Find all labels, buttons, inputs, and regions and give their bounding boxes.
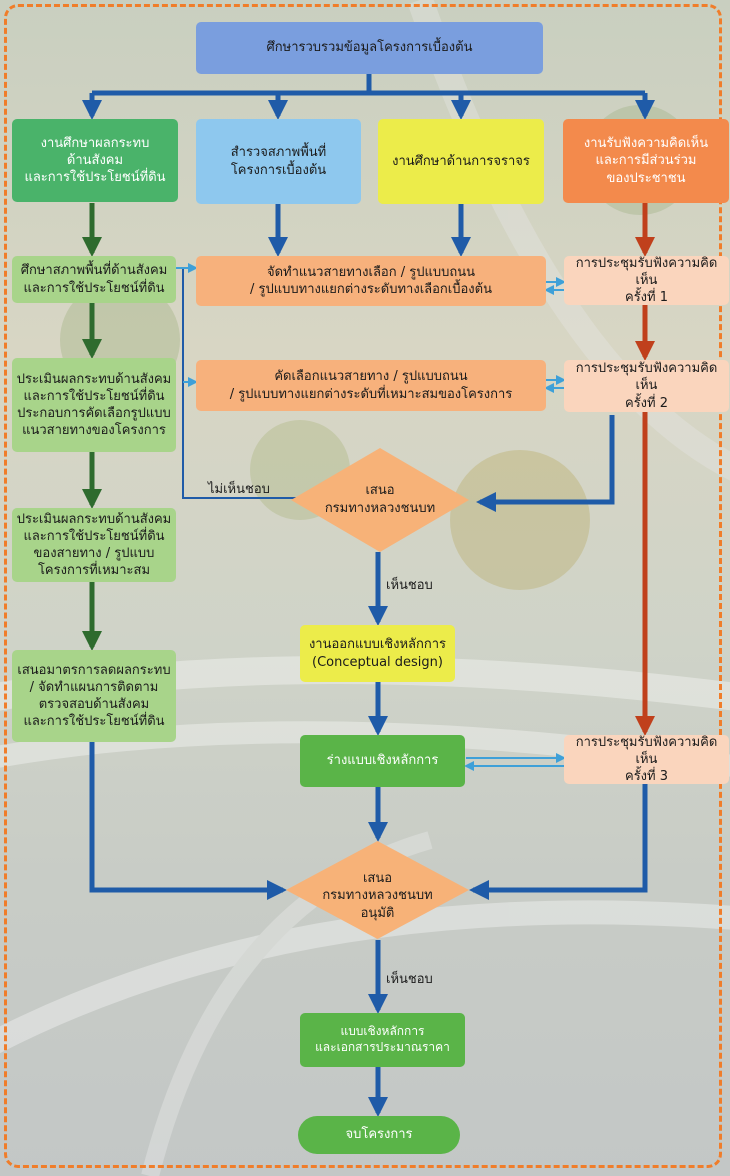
- alternative-routes-box: จัดทำแนวสายทางเลือก / รูปแบบถนน / รูปแบบ…: [196, 256, 546, 306]
- agree-label-2: เห็นชอบ: [386, 972, 433, 987]
- submit-decision-1-text: เสนอ กรมทางหลวงชนบท: [324, 483, 436, 516]
- final-design-box: แบบเชิงหลักการ และเอกสารประมาณราคา: [300, 1013, 465, 1067]
- submit-approval-text: เสนอ กรมทางหลวงชนบท อนุมัติ: [322, 870, 433, 921]
- meeting-1-box: การประชุมรับฟังความคิดเห็น ครั้งที่ 1: [564, 256, 729, 305]
- agree-label-1: เห็นชอบ: [386, 578, 433, 593]
- submit-approval-decision: เสนอ กรมทางหลวงชนบท อนุมัติ: [285, 840, 470, 940]
- social-study-box: งานศึกษาผลกระทบ ด้านสังคม และการใช้ประโย…: [12, 119, 178, 202]
- conceptual-design-box: งานออกแบบเชิงหลักการ (Conceptual design): [300, 625, 455, 682]
- route-selection-box: คัดเลือกแนวสายทาง / รูปแบบถนน / รูปแบบทา…: [196, 360, 546, 411]
- mitigation-plan-box: เสนอมาตรการลดผลกระทบ / จัดทำแผนการติดตาม…: [12, 650, 176, 742]
- social-impact-eval-box: ประเมินผลกระทบด้านสังคม และการใช้ประโยชน…: [12, 358, 176, 452]
- meeting-2-box: การประชุมรับฟังความคิดเห็น ครั้งที่ 2: [564, 360, 729, 412]
- survey-box: สำรวจสภาพพื้นที่ โครงการเบื้องต้น: [196, 119, 361, 204]
- social-area-study-box: ศึกษาสภาพพื้นที่ด้านสังคม และการใช้ประโย…: [12, 256, 176, 303]
- meeting-3-box: การประชุมรับฟังความคิดเห็น ครั้งที่ 3: [564, 735, 729, 784]
- submit-decision-1: เสนอ กรมทางหลวงชนบท: [290, 447, 470, 553]
- end-project-box: จบโครงการ: [298, 1116, 460, 1154]
- traffic-box: งานศึกษาด้านการจราจร: [378, 119, 544, 204]
- public-participation-box: งานรับฟังความคิดเห็น และการมีส่วนร่วม ขอ…: [563, 119, 729, 203]
- draft-design-box: ร่างแบบเชิงหลักการ: [300, 735, 465, 787]
- top-box: ศึกษารวบรวมข้อมูลโครงการเบื้องต้น: [196, 22, 543, 74]
- dashed-border: [4, 4, 722, 1168]
- social-impact-route-box: ประเมินผลกระทบด้านสังคม และการใช้ประโยชน…: [12, 508, 176, 582]
- disagree-label: ไม่เห็นชอบ: [208, 482, 270, 497]
